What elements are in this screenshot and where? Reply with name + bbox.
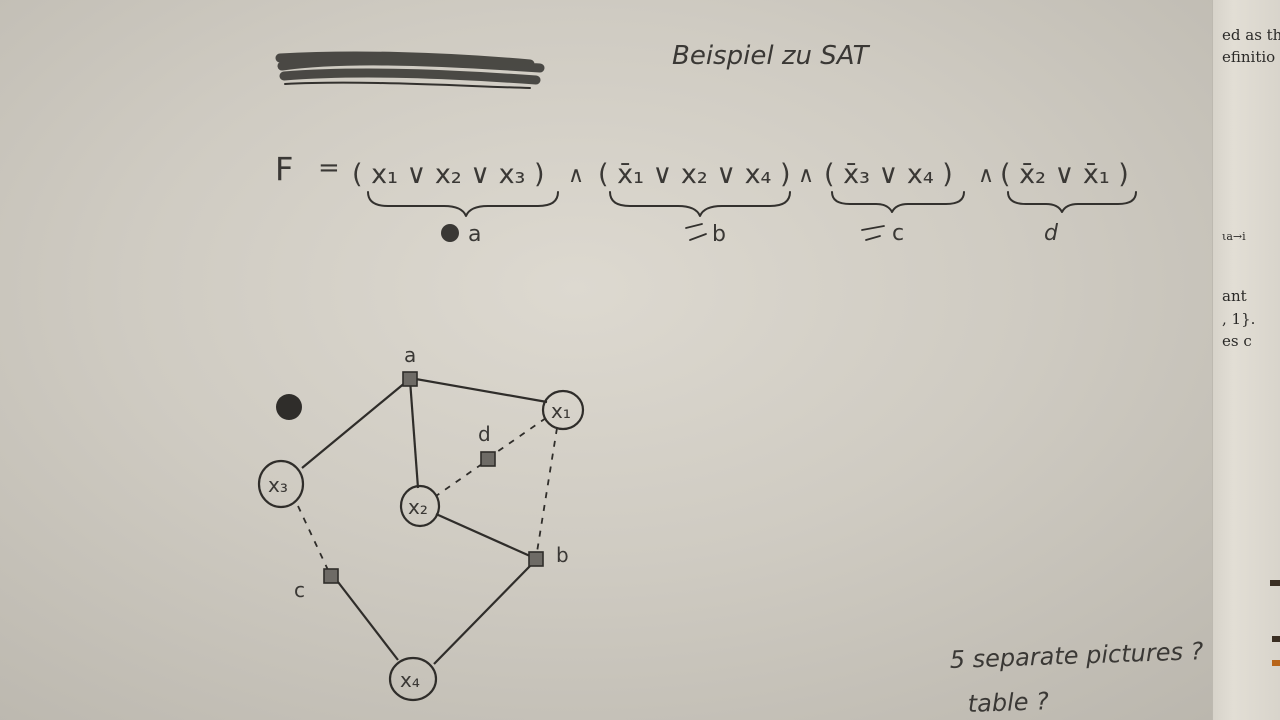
variable-node-x2 [399, 484, 441, 528]
side-note-line-1: 5 separate pictures ? [949, 637, 1204, 674]
adjacent-page-line: ιa→i [1222, 230, 1246, 243]
clause-a-text: ( x₁ ∨ x₂ ∨ x₃ ) [352, 159, 545, 190]
edge-a-x1 [409, 376, 548, 404]
edge-b-x2 [435, 512, 531, 558]
clause-node-a-label: a [404, 343, 416, 367]
adjacent-page-line: es c [1222, 332, 1252, 350]
clause-node-b-label: b [556, 543, 569, 567]
clause-a-label: a [468, 222, 481, 247]
adjacent-page-line: ed as th [1222, 26, 1280, 44]
note-title: Beispiel zu SAT [672, 41, 871, 71]
variable-node-x4 [388, 656, 438, 702]
page-edge-mark [1272, 660, 1280, 666]
clause-node-d-label: d [478, 422, 491, 446]
clause-c-label: c [892, 221, 904, 246]
clause-node-d [480, 451, 496, 467]
and-symbol: ∧ [798, 163, 814, 188]
variable-node-x3-label: x₃ [268, 473, 288, 497]
ink-blot [441, 224, 459, 242]
clause-node-c-label: c [294, 578, 305, 602]
edge-c-x4 [337, 581, 399, 661]
and-symbol: ∧ [978, 163, 994, 188]
clause-node-c [323, 568, 339, 584]
edge-a-x2 [408, 379, 420, 489]
formula-lhs: F [275, 150, 293, 188]
formula-equals: = [318, 153, 340, 183]
ink-blot [276, 394, 302, 420]
adjacent-page-line: efinitio [1222, 48, 1276, 66]
page-edge-mark [1270, 580, 1280, 586]
and-symbol: ∧ [568, 163, 584, 188]
adjacent-page-line: , 1}. [1222, 310, 1256, 328]
variable-node-x1 [541, 389, 585, 431]
clause-d-label: d [1044, 221, 1059, 246]
underbraces [367, 191, 1137, 217]
edge-b-x4 [433, 565, 531, 665]
clause-b-text: ( x̄₁ ∨ x₂ ∨ x₄ ) [598, 159, 791, 190]
edge-d-x1 [493, 417, 547, 455]
clause-node-b [528, 551, 544, 567]
crossed-out-scribble [275, 51, 545, 89]
edge-c-x3 [297, 505, 329, 571]
adjacent-book-page [1212, 0, 1280, 720]
edge-d-x2 [435, 463, 483, 497]
clause-c-text: ( x̄₃ ∨ x₄ ) [824, 159, 953, 190]
side-note-line-2: table ? [967, 687, 1049, 718]
edge-b-x1 [536, 427, 558, 553]
adjacent-page-line: ant [1222, 287, 1247, 305]
variable-node-x1-label: x₁ [551, 399, 571, 423]
variable-node-x4-label: x₄ [400, 668, 420, 692]
scribbled-mark [861, 225, 885, 241]
variable-node-x3 [257, 459, 305, 509]
edge-a-x3 [301, 381, 407, 469]
clause-d-text: ( x̄₂ ∨ x̄₁ ) [1000, 159, 1129, 190]
page-edge-mark [1272, 636, 1280, 642]
clause-b-label: b [712, 222, 726, 247]
clause-node-a [402, 371, 418, 387]
scribbled-mark [685, 223, 707, 241]
graph-edges [297, 376, 558, 665]
variable-node-x2-label: x₂ [408, 495, 428, 519]
